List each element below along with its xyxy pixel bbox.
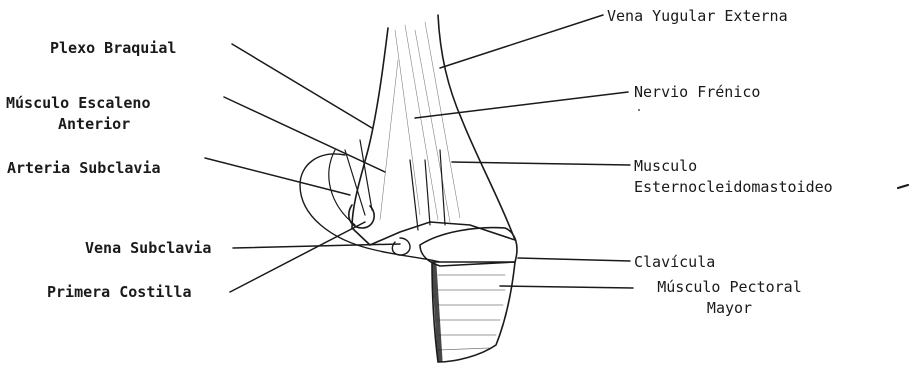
pectoral-muscle-fibers [438, 275, 505, 350]
label-vena-yugular-externa: Vena Yugular Externa [607, 8, 788, 25]
stray-mark [898, 185, 908, 188]
pointer-escaleno [224, 97, 385, 172]
pectoral-muscle-outline [432, 262, 515, 362]
label-pectoral-l2: Mayor [637, 300, 822, 317]
pectoral-shading [434, 265, 440, 360]
pointer-esternocleidomastoideo [452, 162, 630, 165]
label-arteria-subclavia: Arteria Subclavia [7, 160, 161, 177]
stray-dot [638, 109, 640, 111]
pointer-primera-costilla [230, 222, 365, 292]
pointer-clavicula [518, 258, 630, 261]
label-clavicula: Clavícula [634, 254, 715, 271]
label-musculo-escaleno-anterior: Anterior [58, 116, 130, 133]
pointer-nervio-frenico [415, 92, 628, 118]
pointer-vena-yugular [440, 15, 603, 68]
label-esterno-l2: Esternocleidomastoideo [634, 179, 833, 196]
label-pectoral-l1: Músculo Pectoral [637, 279, 822, 296]
pointer-plexo-braquial [232, 44, 372, 128]
neck-muscle-fibers [380, 22, 460, 222]
label-plexo-braquial: Plexo Braquial [50, 40, 176, 57]
nerve-strands [345, 140, 445, 230]
label-primera-costilla: Primera Costilla [47, 284, 192, 301]
label-nervio-frenico: Nervio Frénico [634, 84, 760, 101]
label-musculo-escaleno: Músculo Escaleno [6, 95, 151, 112]
pointer-pectoral-mayor [500, 286, 633, 288]
subclavian-vein-loop [392, 238, 410, 255]
label-esterno-l1: Musculo [634, 158, 697, 175]
label-vena-subclavia: Vena Subclavia [85, 240, 211, 257]
scalene-curve [329, 150, 355, 225]
